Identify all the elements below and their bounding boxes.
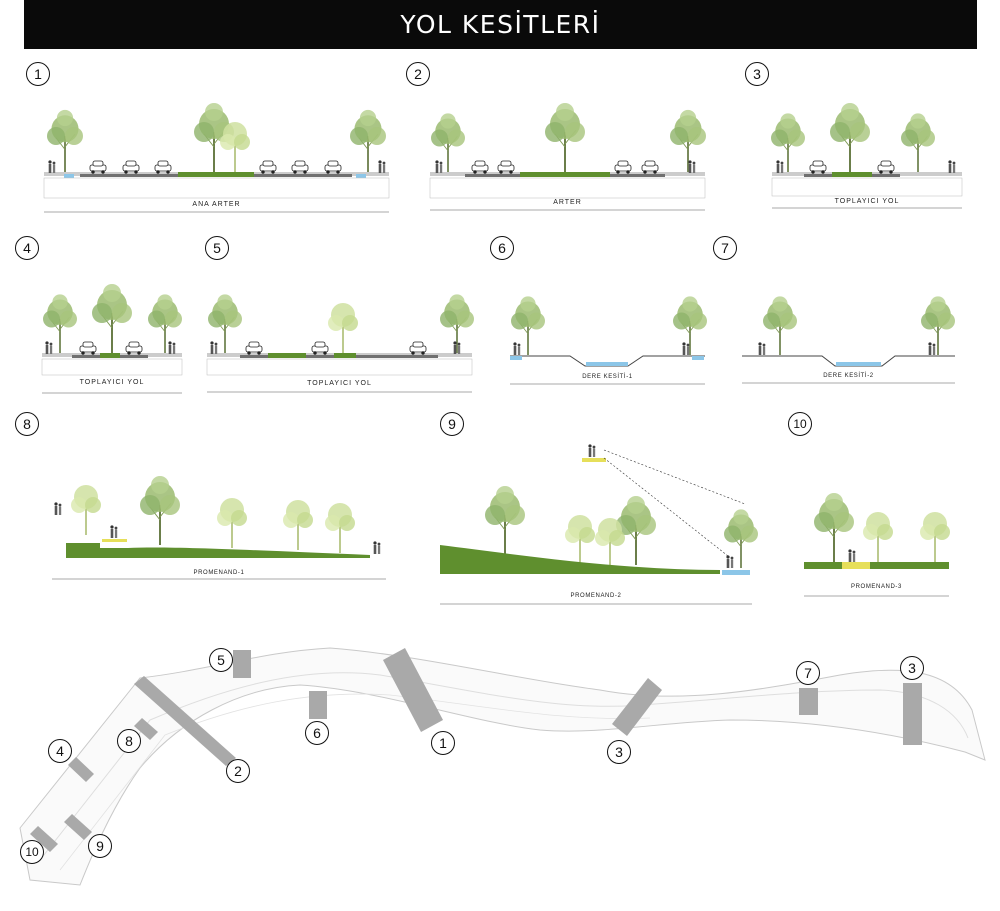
section-5-toplayici-yol — [206, 293, 475, 393]
section-1-ana-arter — [43, 102, 390, 213]
section-6-dere-kesiti-1 — [510, 295, 708, 385]
section-3-caption: TOPLAYICI YOL — [834, 198, 900, 205]
map-label-5: 5 — [209, 648, 233, 672]
section-1-number: 1 — [26, 62, 50, 86]
map-label-6: 6 — [305, 721, 329, 745]
section-6-caption: DERE KESİTİ-1 — [582, 374, 633, 380]
map-label-2: 2 — [226, 759, 250, 783]
site-plan-map — [19, 647, 986, 886]
section-2-caption: ARTER — [553, 199, 582, 206]
map-label-3a: 3 — [607, 740, 631, 764]
map-label-3b: 3 — [900, 656, 924, 680]
section-10-number: 10 — [788, 412, 812, 436]
section-7-caption: DERE KESİTİ-2 — [823, 373, 874, 379]
section-5-caption: TOPLAYICI YOL — [307, 380, 372, 387]
map-label-7: 7 — [796, 661, 820, 685]
section-6-number: 6 — [490, 236, 514, 260]
section-9-caption: PROMENAND-2 — [570, 593, 622, 599]
section-7-dere-kesiti-2 — [742, 295, 956, 384]
section-10-promenand-3 — [804, 492, 951, 597]
map-label-4: 4 — [48, 739, 72, 763]
section-10-caption: PROMENAND-3 — [851, 584, 902, 590]
section-4-toplayici-yol — [41, 283, 183, 394]
section-3-toplayici-yol — [770, 102, 963, 209]
section-7-number: 7 — [713, 236, 737, 260]
section-5-number: 5 — [205, 236, 229, 260]
map-label-8: 8 — [117, 729, 141, 753]
section-8-number: 8 — [15, 412, 39, 436]
section-2-number: 2 — [406, 62, 430, 86]
section-3-number: 3 — [745, 62, 769, 86]
map-label-9: 9 — [88, 834, 112, 858]
map-label-10: 10 — [20, 840, 44, 864]
map-label-1: 1 — [431, 731, 455, 755]
section-8-caption: PROMENAND-1 — [193, 570, 245, 576]
page-title: YOL KESİTLERİ — [24, 0, 977, 49]
section-8-promenand-1 — [52, 475, 386, 580]
section-2-arter — [429, 102, 707, 211]
section-9-promenand-2 — [440, 444, 759, 605]
section-4-number: 4 — [15, 236, 39, 260]
section-9-number: 9 — [440, 412, 464, 436]
section-1-caption: ANA ARTER — [192, 201, 241, 208]
section-4-caption: TOPLAYICI YOL — [79, 379, 145, 386]
